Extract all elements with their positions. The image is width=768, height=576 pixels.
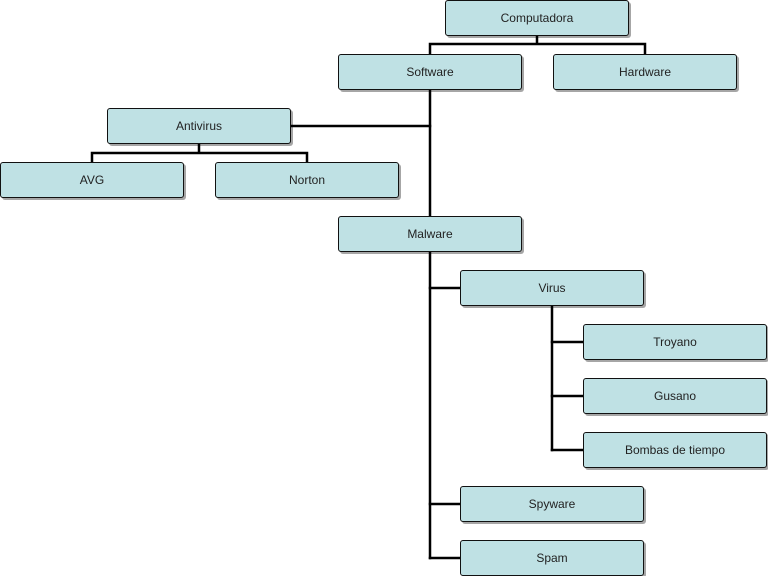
- node-label: Software: [406, 65, 454, 79]
- node-hardware: Hardware: [553, 54, 737, 90]
- node-troyano: Troyano: [583, 324, 767, 360]
- node-label: Spyware: [528, 497, 576, 511]
- node-label: Hardware: [618, 65, 672, 79]
- node-label: Computadora: [500, 11, 574, 25]
- node-antivirus: Antivirus: [107, 108, 291, 144]
- node-label: Malware: [407, 227, 453, 241]
- node-label: Gusano: [653, 389, 697, 403]
- node-label: Norton: [288, 173, 326, 187]
- node-label: Troyano: [653, 335, 697, 349]
- connector-virus-children: [550, 340, 585, 452]
- node-spyware: Spyware: [460, 486, 644, 522]
- node-label: Spam: [536, 551, 568, 565]
- connector-antivirus-children: [90, 142, 309, 164]
- node-label: Virus: [538, 281, 566, 295]
- node-label: Antivirus: [175, 119, 222, 133]
- node-software: Software: [338, 54, 522, 90]
- node-bombas-de-tiempo: Bombas de tiempo: [583, 432, 767, 468]
- node-label: AVG: [79, 173, 105, 187]
- node-gusano: Gusano: [583, 378, 767, 414]
- node-virus: Virus: [460, 270, 644, 306]
- connector-trunk-spyware-spam: [428, 502, 462, 560]
- node-label: Bombas de tiempo: [624, 443, 726, 457]
- node-norton: Norton: [215, 162, 399, 198]
- connector-computadora-children: [428, 34, 647, 56]
- node-avg: AVG: [0, 162, 184, 198]
- node-computadora: Computadora: [445, 0, 629, 36]
- node-malware: Malware: [338, 216, 522, 252]
- node-spam: Spam: [460, 540, 644, 576]
